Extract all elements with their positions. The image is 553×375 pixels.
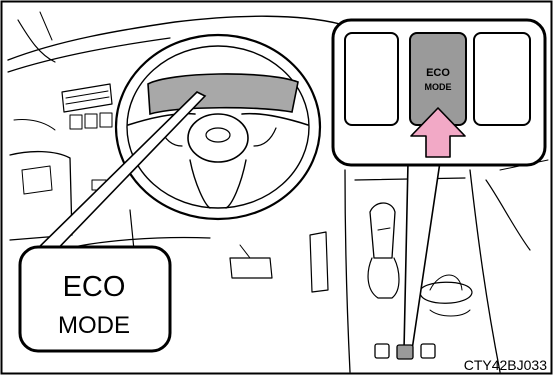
callout-left-line1: ECO bbox=[63, 271, 126, 303]
switch-left-blank bbox=[345, 33, 398, 125]
console-switch-row bbox=[375, 344, 435, 359]
switch-label-line1: ECO bbox=[426, 67, 450, 79]
multi-information-display bbox=[148, 74, 298, 114]
figure-code: CTY42BJ033 bbox=[464, 357, 547, 373]
callout-left-line2: MODE bbox=[58, 312, 130, 339]
switch-right-blank bbox=[474, 33, 530, 125]
switch-label-line2: MODE bbox=[425, 82, 452, 92]
